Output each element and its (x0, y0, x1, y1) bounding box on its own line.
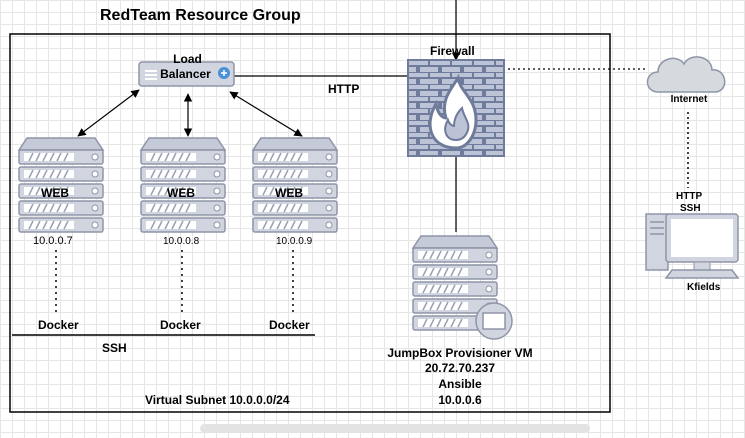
jumpbox-public-ip: 20.72.70.237 (424, 361, 496, 375)
load-balancer-label-line2: Balancer (160, 67, 211, 81)
web-server-3-ip: 10.0.0.9 (276, 236, 313, 247)
docker-3-label: Docker (269, 318, 310, 332)
horizontal-scrollbar[interactable] (200, 424, 590, 433)
web-server-2-ip: 10.0.0.8 (163, 236, 200, 247)
client-name: Kfields (687, 282, 721, 293)
firewall-label: Firewall (430, 44, 475, 58)
diagram-title: RedTeam Resource Group (100, 7, 301, 24)
jumpbox-private-ip: 10.0.0.6 (438, 393, 482, 407)
resource-group-boundary (9, 33, 611, 413)
load-balancer-label-line1: Load (173, 52, 202, 66)
internet-label: Internet (670, 94, 708, 105)
http-connection-label: HTTP (328, 82, 360, 96)
web-server-1-ip: 10.0.0.7 (33, 235, 73, 247)
client-computer-icon (645, 213, 740, 279)
ssh-label: SSH (102, 341, 127, 355)
jumpbox-name: JumpBox Provisioner VM (387, 346, 533, 360)
jumpbox-server-icon (411, 235, 513, 340)
jumpbox-tool: Ansible (438, 377, 482, 391)
web-server-2-label: WEB (167, 186, 195, 200)
client-protocol-http: HTTP (676, 191, 703, 202)
lb-web3-arrow (229, 91, 303, 137)
internet-cloud-icon (646, 56, 726, 93)
web-server-1-label: WEB (41, 186, 69, 200)
client-protocol-ssh: SSH (680, 203, 701, 214)
firewall-icon (407, 59, 505, 157)
web-server-2-icon (139, 137, 227, 233)
web-server-3-icon (251, 137, 339, 233)
web-server-3-label: WEB (275, 186, 303, 200)
load-balancer-icon (138, 61, 235, 87)
docker-2-label: Docker (160, 318, 201, 332)
web-server-1-icon (17, 137, 105, 233)
lb-web1-arrow (77, 89, 140, 137)
subnet-label: Virtual Subnet 10.0.0.0/24 (145, 393, 290, 407)
docker-1-label: Docker (38, 318, 79, 332)
